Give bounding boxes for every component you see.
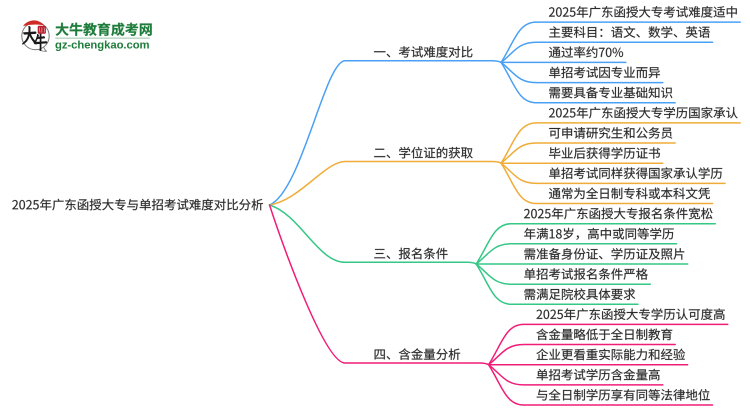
svg-text:gz-chengkao.com: gz-chengkao.com [55,39,150,51]
